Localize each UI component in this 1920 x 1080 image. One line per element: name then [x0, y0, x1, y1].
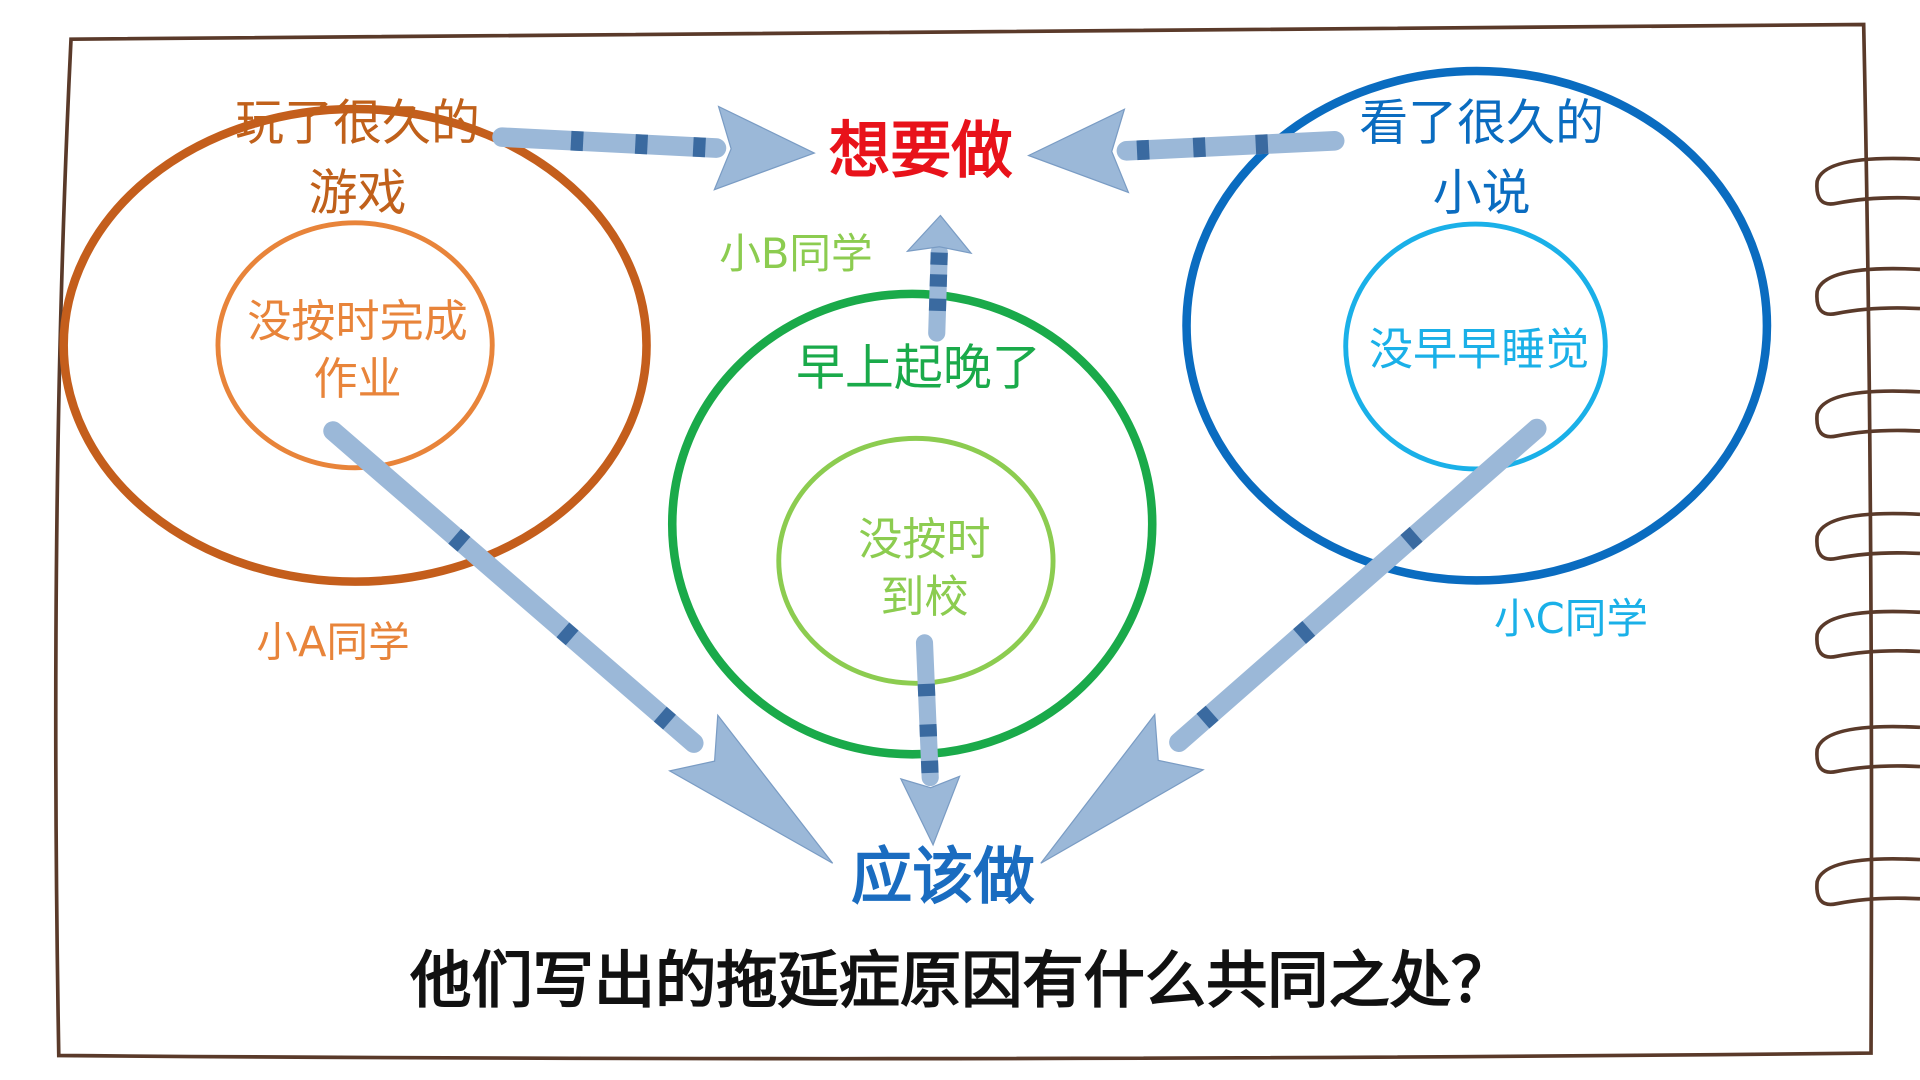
arrow-band: [1136, 139, 1150, 161]
arrow-band: [1293, 621, 1316, 644]
student-c-cause-line2: 小说: [1433, 164, 1531, 221]
spiral-rings: [1815, 156, 1920, 907]
arrow-head: [899, 775, 961, 847]
notebook-border: [53, 22, 1874, 1061]
arrow-band: [1255, 134, 1269, 155]
student-a-cause-line1: 玩了很久的: [235, 95, 480, 152]
student-c-result: 没早早睡觉: [1369, 325, 1589, 376]
arrow-band: [692, 137, 706, 158]
student-b-inner-circle: [776, 435, 1056, 686]
spiral-ring-icon: [1815, 609, 1920, 659]
arrow-shaft: [1169, 418, 1547, 752]
arrow-c-to-want-icon: [1027, 108, 1345, 194]
student-a-result-line1: 没按时完成: [247, 296, 467, 347]
student-b-result-line1: 没按时: [858, 514, 990, 565]
student-a-inner-circle: [215, 220, 495, 471]
arrow-band: [634, 134, 649, 155]
spiral-ring-icon: [1815, 156, 1920, 206]
arrow-band: [556, 622, 579, 646]
spiral-ring-icon: [1815, 389, 1920, 439]
arrow-band: [1196, 705, 1219, 729]
arrow-band: [917, 683, 936, 697]
student-b-result-line2: 到校: [880, 572, 968, 623]
arrow-shaft: [492, 127, 727, 158]
arrow-head: [905, 214, 973, 255]
arrow-shaft: [1116, 131, 1345, 161]
arrow-band: [448, 528, 471, 552]
student-b-label: 小B同学: [719, 229, 872, 278]
student-a-result-line2: 作业: [313, 354, 401, 405]
arrow-b-to-should-icon: [899, 634, 961, 847]
student-a-label: 小A同学: [256, 617, 409, 666]
student-a-cause-line2: 游戏: [309, 164, 407, 221]
student-c-cause-line1: 看了很久的: [1359, 95, 1604, 152]
arrow-band: [1400, 526, 1423, 550]
arrow-band: [1192, 137, 1206, 158]
spiral-ring-icon: [1815, 511, 1920, 561]
arrow-band: [920, 760, 939, 774]
student-c-label: 小C同学: [1494, 594, 1648, 643]
question-text: 他们写出的拖延症原因有什么共同之处？: [409, 946, 1512, 1017]
arrow-b-to-want-icon: [905, 214, 973, 342]
arrow-band: [919, 723, 938, 737]
arrow-head: [1040, 712, 1205, 864]
spiral-ring-icon: [1815, 724, 1920, 774]
arrows: [323, 105, 1547, 864]
student-b-cause: 早上起晚了: [796, 340, 1041, 397]
arrow-shaft: [928, 243, 948, 342]
arrow-shaft: [323, 421, 704, 753]
student-b-outer-circle: [667, 289, 1157, 759]
arrow-a-to-should-icon: [323, 421, 834, 864]
spiral-ring-icon: [1815, 266, 1920, 317]
arrow-band: [570, 130, 584, 152]
spiral-ring-icon: [1815, 857, 1920, 907]
arrow-a-to-want-icon: [492, 105, 816, 191]
student-c-outer-circle: [1182, 66, 1772, 585]
arrow-head: [668, 713, 834, 864]
bottom-goal-should-do: 应该做: [851, 842, 1035, 913]
arrow-band: [653, 706, 676, 730]
arrow-c-to-should-icon: [1040, 418, 1547, 864]
arrow-shaft: [915, 634, 939, 787]
top-goal-want-to-do: 想要做: [829, 116, 1013, 187]
arrow-head: [1027, 108, 1130, 194]
arrow-head: [713, 105, 816, 191]
student-c-inner-circle: [1343, 221, 1608, 472]
student-a-outer-circle: [59, 104, 651, 586]
